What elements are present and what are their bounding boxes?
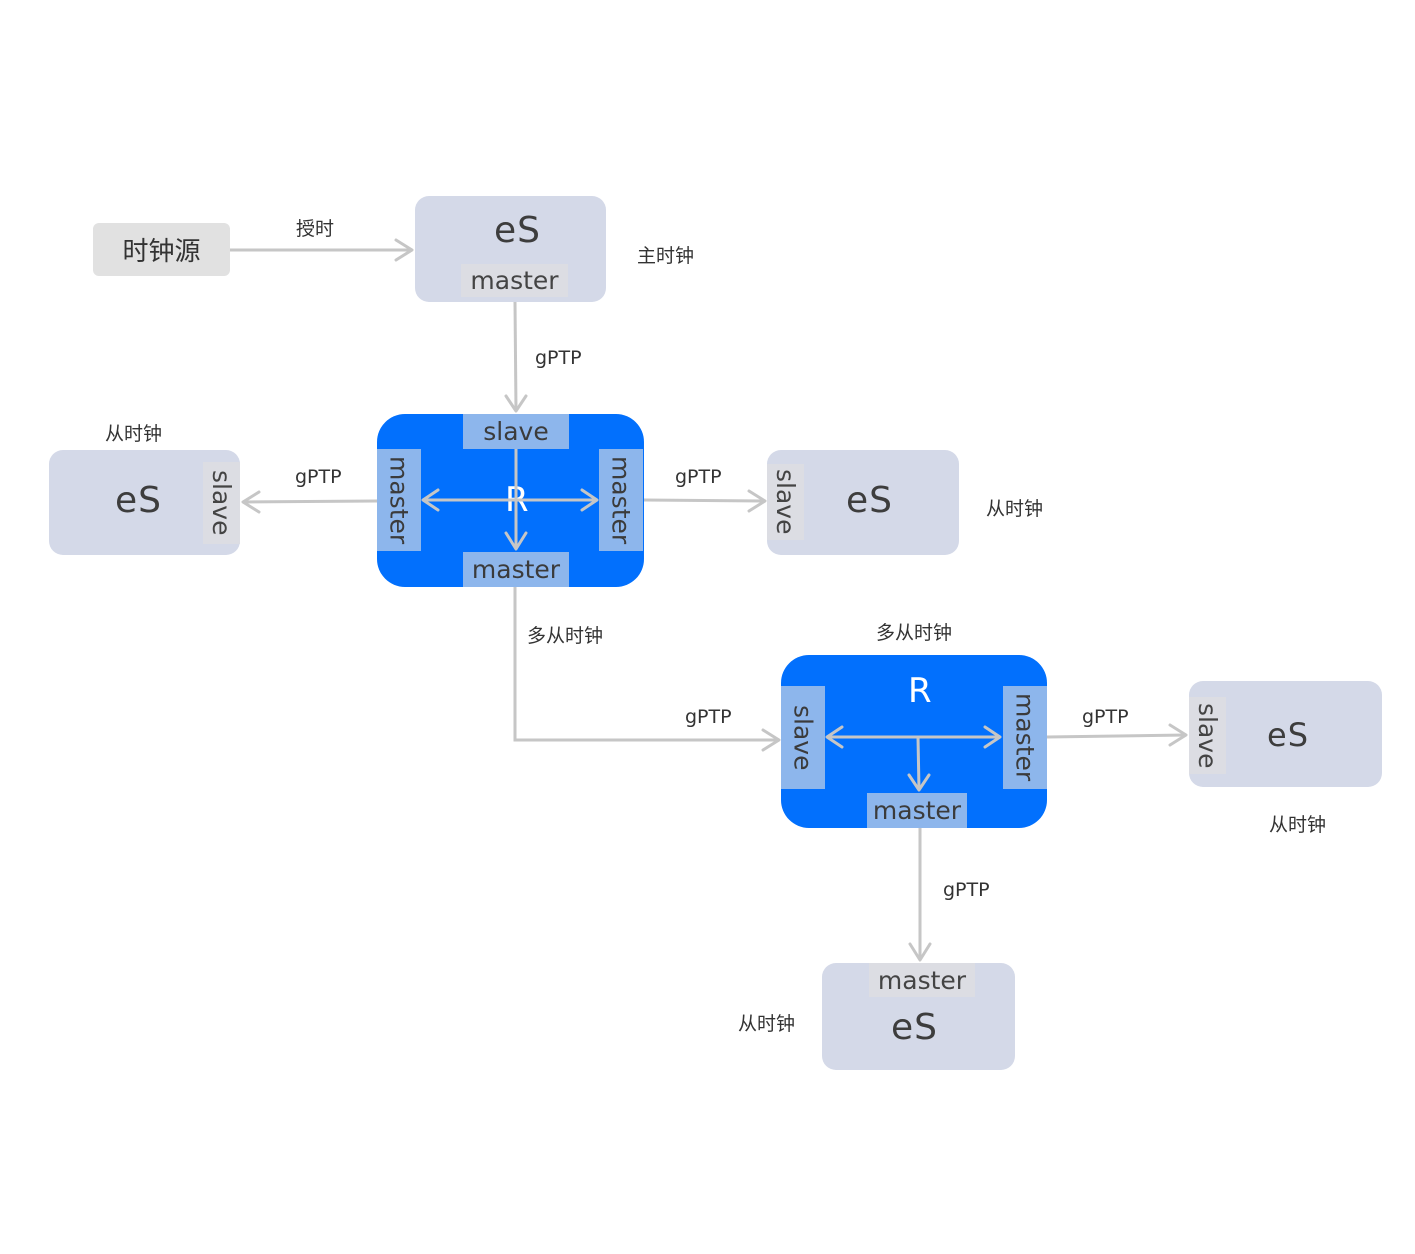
port-label: master: [470, 266, 559, 295]
arrow-head-icon: [580, 488, 599, 512]
far-right-es-slave-port: slave: [1189, 697, 1226, 774]
router-2-device-label: R: [908, 671, 932, 711]
arrow-head-icon: [983, 725, 1002, 749]
port-label: master: [877, 965, 967, 995]
right-es-device-label: eS: [846, 480, 893, 521]
bottom-endstation: master eS: [822, 963, 1015, 1070]
port-label: slave: [771, 469, 800, 535]
arrow-head-icon: [241, 490, 261, 514]
bottom-es-device-label: eS: [891, 1007, 938, 1048]
port-label: master: [606, 455, 636, 545]
edge-label-multi-slave: 多从时钟: [527, 625, 604, 647]
arrow-head-icon: [421, 488, 440, 512]
arrow-head-icon: [908, 942, 932, 962]
port-label: master: [384, 455, 414, 545]
far-right-endstation: slave eS: [1189, 681, 1382, 787]
connector-r1-r2: [513, 587, 779, 742]
router-2-internal-vertical: [916, 736, 921, 791]
far-right-es-role-label: 从时钟: [1269, 814, 1327, 836]
port-label: slave: [1193, 702, 1222, 769]
arrow-head-icon: [825, 725, 844, 749]
arrow-head-icon: [1168, 723, 1188, 747]
left-es-device-label: eS: [115, 480, 162, 521]
grandmaster-endstation: eS master: [415, 196, 606, 302]
router-1-right-master-port: master: [599, 449, 643, 551]
right-es-slave-port: slave: [767, 464, 804, 540]
arrow-head-icon: [504, 531, 528, 551]
grandmaster-role-label: 主时钟: [637, 245, 695, 267]
router-2-left-slave-port: slave: [781, 686, 825, 789]
arrow-head-icon: [747, 489, 767, 513]
arrow-head-icon: [907, 773, 931, 792]
router-1: slave master master master R: [377, 414, 644, 587]
router-1-left-master-port: master: [377, 449, 421, 551]
connector-gm-r1: [513, 301, 518, 412]
edge-label-timing: 授时: [296, 218, 335, 240]
left-endstation: eS slave: [49, 450, 240, 555]
bottom-es-master-port: master: [869, 963, 975, 997]
port-label: slave: [483, 417, 549, 446]
grandmaster-device-label: eS: [494, 210, 541, 251]
port-label: slave: [788, 704, 818, 771]
edge-label-gptp-r1-right: gPTP: [675, 466, 722, 488]
bottom-es-role-label: 从时钟: [738, 1013, 796, 1035]
edge-label-gptp-gm-r1: gPTP: [535, 347, 582, 369]
router-2: R slave master master: [781, 655, 1047, 828]
edge-label-gptp-r2-far-right: gPTP: [1082, 706, 1129, 728]
arrow-head-icon: [761, 728, 781, 752]
edge-label-gptp-r1-r2: gPTP: [685, 706, 732, 728]
right-es-role-label: 从时钟: [986, 498, 1044, 520]
connector-r1-right-es: [643, 498, 766, 503]
arrow-head-icon: [394, 238, 414, 262]
connector-r2-far-right-es: [1046, 733, 1187, 739]
far-right-es-device-label: eS: [1267, 716, 1309, 754]
router-1-bottom-master-port: master: [463, 552, 569, 587]
left-es-role-label: 从时钟: [105, 423, 163, 445]
edge-label-gptp-r1-left: gPTP: [295, 466, 342, 488]
port-label: master: [471, 555, 561, 584]
router-1-top-slave-port: slave: [463, 414, 569, 449]
port-label: master: [1010, 693, 1040, 782]
right-endstation: slave eS: [767, 450, 959, 555]
clock-source-label: 时钟源: [122, 237, 201, 267]
router-2-right-master-port: master: [1003, 686, 1047, 789]
port-label: master: [872, 796, 962, 825]
router-2-bottom-master-port: master: [867, 793, 967, 828]
router-2-role-label: 多从时钟: [876, 622, 953, 644]
arrow-head-icon: [504, 394, 528, 413]
edge-label-gptp-r2-bottom: gPTP: [943, 879, 990, 901]
left-es-slave-port: slave: [203, 462, 240, 544]
port-label: slave: [207, 470, 236, 536]
clock-source-node: 时钟源: [93, 223, 230, 276]
connector-r1-left-es: [242, 499, 378, 504]
grandmaster-master-port: master: [461, 264, 568, 297]
